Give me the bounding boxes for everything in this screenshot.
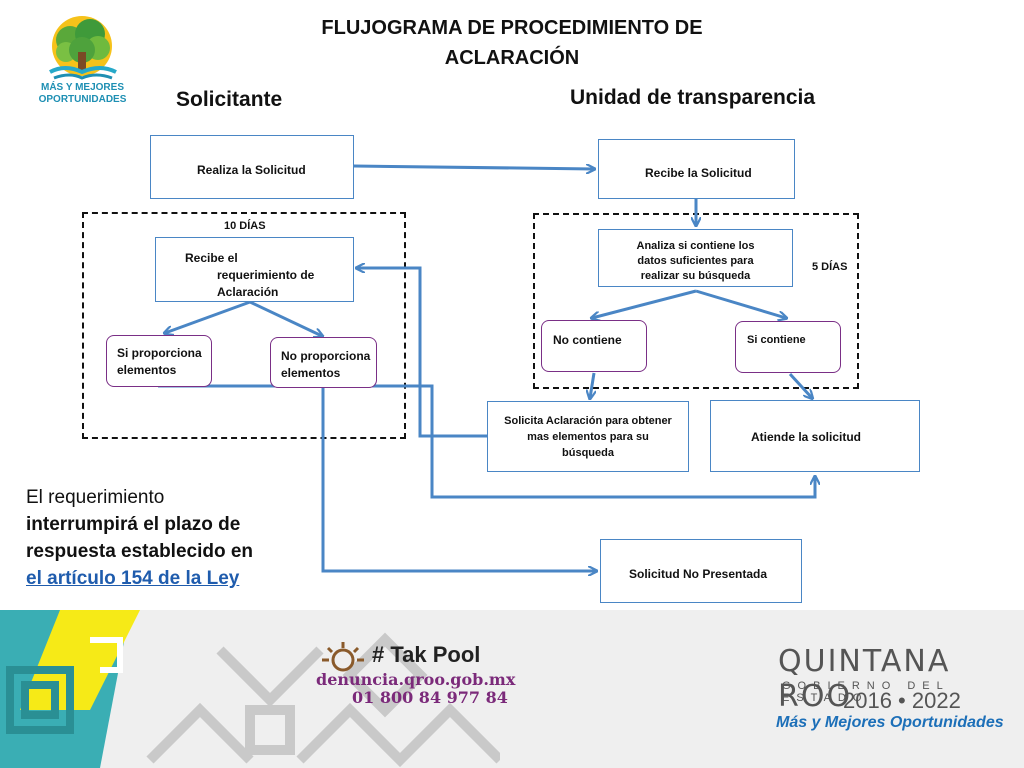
state-name: QUINTANA ROO bbox=[778, 644, 951, 714]
page-title-line1: FLUJOGRAMA DE PROCEDIMIENTO DE bbox=[321, 17, 703, 39]
node-solicita-aclaracion: Solicita Aclaración para obtener mas ele… bbox=[487, 401, 689, 472]
logo-text-line2: OPORTUNIDADES bbox=[38, 94, 127, 105]
label-5-dias: 5 DÍAS bbox=[812, 261, 848, 273]
arrow-no-to-solicita bbox=[590, 372, 594, 398]
node-solicita-l1: Solicita Aclaración para obtener bbox=[504, 415, 672, 427]
node-recibe-solicitud: Recibe la Solicitud bbox=[598, 139, 795, 199]
note-line1: El requerimiento bbox=[26, 487, 165, 508]
node-recibe-solicitud-label: Recibe la Solicitud bbox=[645, 166, 752, 180]
tree-icon bbox=[49, 16, 117, 80]
node-analiza-l3: realizar su búsqueda bbox=[640, 270, 751, 282]
arrow-req-to-no bbox=[249, 300, 322, 336]
column-header-unidad: Unidad de transparencia bbox=[570, 86, 816, 109]
node-no-contiene: No contiene bbox=[541, 320, 647, 372]
node-analiza: Analiza si contiene los datos suficiente… bbox=[598, 229, 793, 287]
sun-icon bbox=[322, 642, 364, 672]
node-atiende: Atiende la solicitud bbox=[710, 400, 920, 472]
law-article-link[interactable]: el artículo 154 de la Ley bbox=[26, 568, 240, 589]
node-analiza-l1: Analiza si contiene los bbox=[636, 240, 755, 252]
node-si-proporciona: Si proporciona elementos bbox=[106, 335, 212, 387]
denuncia-url: denuncia.qroo.gob.mx bbox=[316, 670, 516, 689]
node-no-proporciona: No proporciona elementos bbox=[270, 337, 377, 388]
node-no-contiene-label: No contiene bbox=[553, 333, 622, 347]
logo: MÁS Y MEJORES OPORTUNIDADES bbox=[30, 12, 135, 110]
node-no-presentada-label: Solicitud No Presentada bbox=[629, 567, 768, 581]
footer-banner: # Tak Pool denuncia.qroo.gob.mx 01 800 8… bbox=[0, 610, 1024, 768]
column-header-solicitante: Solicitante bbox=[176, 88, 283, 111]
arrow-realiza-to-recibe bbox=[353, 166, 594, 169]
dashed-region-10-dias bbox=[82, 212, 406, 439]
page-title-line2: ACLARACIÓN bbox=[444, 47, 580, 69]
node-realiza-solicitud: Realiza la Solicitud bbox=[150, 135, 354, 199]
gobierno-text: GOBIERNO DEL ESTADO bbox=[782, 680, 950, 704]
node-si-prop-l2: elementos bbox=[117, 363, 177, 377]
note-link-wrap: el artículo 154 de la Ley bbox=[26, 565, 316, 592]
years-text: 2016 • 2022 bbox=[843, 688, 961, 713]
node-recibe-req-l2: requerimiento de bbox=[217, 268, 315, 282]
node-solicita-l3: búsqueda bbox=[562, 447, 614, 459]
label-10-dias: 10 DÍAS bbox=[224, 220, 266, 232]
node-recibe-req-l1: Recibe el bbox=[185, 251, 238, 265]
hashtag-tak-pool: # Tak Pool bbox=[372, 642, 481, 667]
node-si-contiene-label: Si contiene bbox=[747, 334, 806, 346]
note-text: El requerimiento interrumpirá el plazo d… bbox=[26, 484, 316, 592]
arrow-si-to-atiende bbox=[788, 372, 812, 398]
arrow-req-to-si bbox=[165, 300, 251, 333]
arrow-solicita-to-requerimiento bbox=[357, 268, 488, 438]
node-solicita-l2: mas elementos para su bbox=[527, 431, 649, 443]
node-si-contiene: Si contiene bbox=[735, 321, 841, 373]
node-recibe-req-l3: Aclaración bbox=[217, 285, 279, 299]
node-analiza-l2: datos suficientes para bbox=[637, 255, 754, 267]
logo-text-line1: MÁS Y MEJORES bbox=[41, 82, 124, 93]
node-si-prop-l1: Si proporciona bbox=[117, 346, 202, 360]
node-no-prop-l1: No proporciona bbox=[281, 349, 371, 363]
footer-pattern bbox=[0, 610, 500, 768]
node-no-prop-l2: elementos bbox=[281, 366, 341, 380]
node-no-presentada: Solicitud No Presentada bbox=[600, 539, 802, 603]
arrow-no-prop-to-no-presentada bbox=[321, 388, 596, 571]
note-line2: interrumpirá el plazo de bbox=[26, 514, 241, 535]
node-atiende-label: Atiende la solicitud bbox=[751, 430, 862, 444]
motto-text: Más y Mejores Oportunidades bbox=[776, 714, 1004, 731]
denuncia-phone: 01 800 84 977 84 bbox=[352, 688, 508, 707]
arrow-analiza-to-si bbox=[695, 289, 786, 318]
note-line3: respuesta establecido en bbox=[26, 541, 254, 562]
node-recibe-requerimiento: Recibe el requerimiento de Aclaración bbox=[155, 237, 354, 302]
node-realiza-label: Realiza la Solicitud bbox=[197, 163, 306, 177]
arrow-analiza-to-no bbox=[592, 289, 697, 318]
